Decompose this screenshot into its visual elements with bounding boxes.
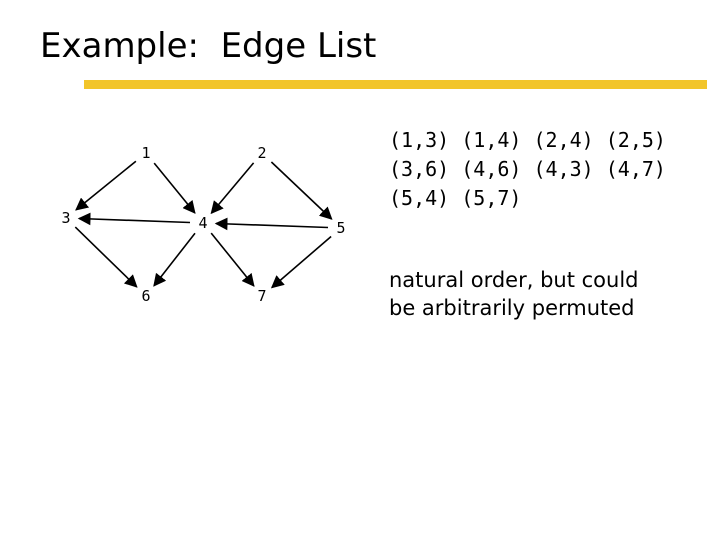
edge-4-7 <box>210 232 255 287</box>
ordering-note: natural order, but could be arbitrarily … <box>389 266 639 322</box>
edge-list-line: (5,4) (5,7) <box>389 186 522 210</box>
graph-edges <box>74 160 333 289</box>
graph-nodes: 1 2 3 4 5 6 7 <box>61 144 345 305</box>
node-3: 3 <box>61 209 70 227</box>
edge-1-3 <box>75 160 137 211</box>
title-underline <box>84 80 707 89</box>
node-5: 5 <box>336 219 345 237</box>
edge-2-4 <box>210 162 255 215</box>
node-6: 6 <box>141 287 150 305</box>
edge-list-line: (1,3) (1,4) (2,4) (2,5) <box>389 128 666 152</box>
edge-5-4 <box>214 217 329 231</box>
edge-list-text: (1,3) (1,4) (2,4) (2,5) (3,6) (4,6) (4,3… <box>389 126 666 213</box>
edge-4-3 <box>77 212 191 226</box>
edge-3-6 <box>74 226 138 288</box>
note-line: natural order, but could <box>389 268 639 292</box>
slide-title: Example: Edge List <box>40 26 377 66</box>
node-1: 1 <box>141 144 150 162</box>
node-2: 2 <box>257 144 266 162</box>
node-4: 4 <box>198 214 207 232</box>
node-7: 7 <box>257 287 266 305</box>
note-line: be arbitrarily permuted <box>389 296 635 320</box>
edge-4-6 <box>153 232 196 287</box>
edge-list-line: (3,6) (4,6) (4,3) (4,7) <box>389 157 666 181</box>
edge-2-5 <box>270 161 333 220</box>
edge-5-7 <box>270 235 332 289</box>
edge-1-4 <box>153 162 196 214</box>
